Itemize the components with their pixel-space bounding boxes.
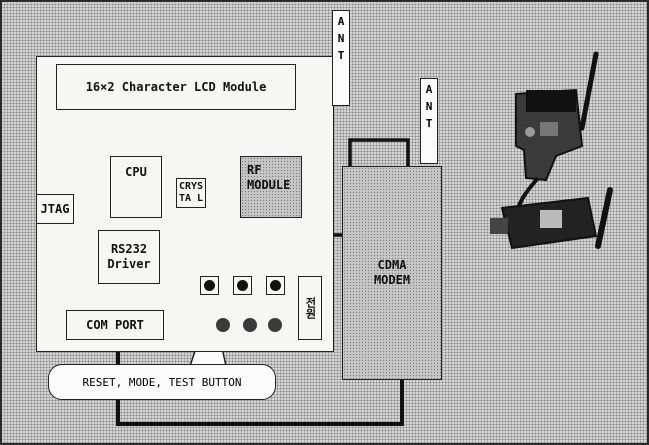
crystal-label: CRYSTA L — [177, 181, 205, 205]
power-block: 전원 — [298, 276, 322, 340]
photo-chip — [540, 122, 558, 136]
modem-antenna-label: ANT — [423, 83, 436, 134]
photo-antenna-bottom — [598, 190, 610, 246]
cpu-label: CPU — [125, 165, 147, 180]
com-port-label: COM PORT — [86, 318, 144, 333]
com-port-block: COM PORT — [66, 310, 164, 340]
led-indicator-3 — [268, 318, 282, 332]
hardware-photo — [486, 50, 626, 270]
cpu-block: CPU — [110, 156, 162, 218]
lcd-module-label: 16×2 Character LCD Module — [86, 80, 267, 95]
led-indicator-2 — [243, 318, 257, 332]
lcd-module: 16×2 Character LCD Module — [56, 64, 296, 110]
photo-modem-plug — [490, 218, 508, 234]
mode-button[interactable] — [233, 276, 252, 295]
photo-part — [525, 127, 535, 137]
photo-antenna-top — [582, 54, 596, 128]
button-dot-icon — [237, 280, 248, 291]
crystal-block: CRYSTA L — [176, 178, 206, 208]
test-button[interactable] — [266, 276, 285, 295]
rf-module: RF MODULE — [240, 156, 302, 218]
button-dot-icon — [270, 280, 281, 291]
modem-antenna: ANT — [420, 78, 438, 164]
reset-button[interactable] — [200, 276, 219, 295]
cdma-modem-label: CDMA MODEM — [365, 258, 419, 288]
rs232-driver-label: RS232 Driver — [101, 242, 157, 272]
button-dot-icon — [204, 280, 215, 291]
jtag-label: JTAG — [41, 202, 70, 217]
led-indicator-1 — [216, 318, 230, 332]
board-antenna-label: ANT — [335, 15, 348, 66]
photo-lcd — [526, 90, 576, 112]
board-antenna: ANT — [332, 10, 350, 106]
cdma-modem: CDMA MODEM — [342, 166, 442, 380]
power-label: 전원 — [303, 297, 317, 319]
rf-module-label: RF MODULE — [247, 163, 291, 193]
rs232-driver-block: RS232 Driver — [98, 230, 160, 284]
jtag-block: JTAG — [36, 194, 74, 224]
photo-modem-label — [540, 210, 562, 228]
button-callout: RESET, MODE, TEST BUTTON — [48, 364, 276, 400]
button-callout-label: RESET, MODE, TEST BUTTON — [83, 376, 242, 389]
